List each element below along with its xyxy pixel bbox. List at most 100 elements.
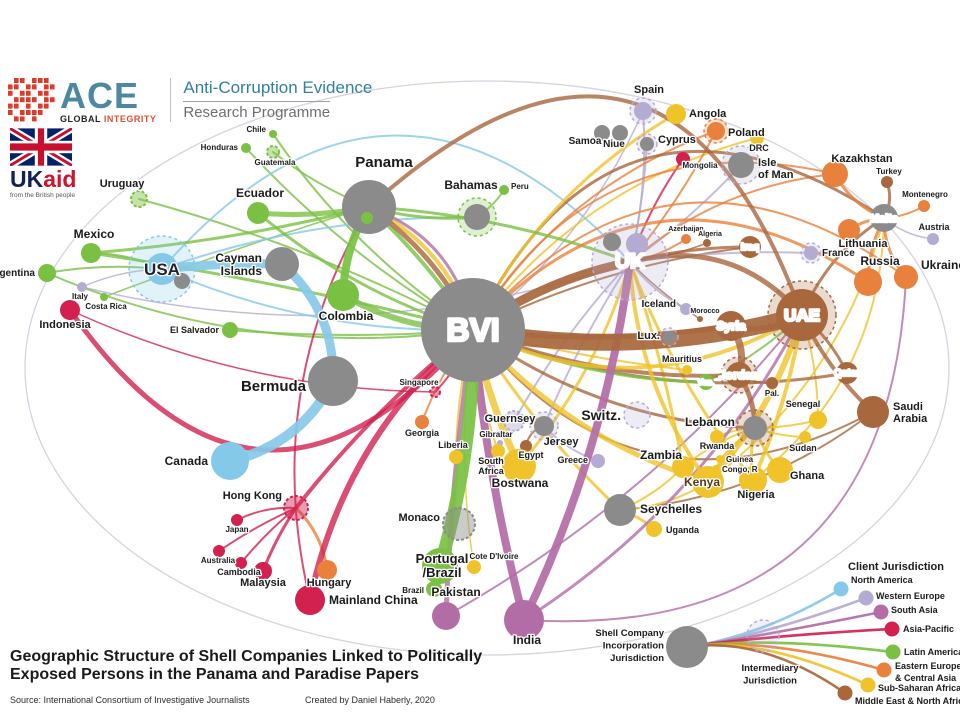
node-india	[504, 600, 544, 640]
label-ecuador: Ecuador	[236, 186, 284, 200]
node-guatemala	[266, 145, 280, 159]
node-argentina	[38, 264, 56, 282]
figure-title: Geographic Structure of Shell Companies …	[10, 648, 630, 685]
label-ghana: Ghana	[790, 470, 825, 482]
source-text: Source: International Consortium of Inve…	[10, 695, 250, 705]
node-costarica	[100, 293, 108, 301]
node-samoa	[594, 125, 610, 141]
figure-credits: Source: International Consortium of Inve…	[10, 695, 570, 705]
node-rwanda	[710, 430, 724, 444]
label-poland: Poland	[728, 127, 765, 139]
node-ven	[698, 374, 714, 390]
node-syria	[716, 311, 746, 341]
node-jordan	[726, 362, 752, 388]
node-mauritius	[682, 365, 692, 375]
label-guernsey: Guernsey	[485, 413, 537, 425]
ace-logo: ACE GLOBAL INTEGRITY Anti-Corruption Evi…	[8, 78, 372, 124]
node-bermuda	[308, 356, 358, 406]
label-drc: DRC	[749, 143, 769, 153]
label-guinea: Guinea	[726, 455, 754, 464]
node-angola	[666, 104, 686, 124]
label-pal: Pal.	[765, 389, 779, 398]
label-monaco: Monaco	[398, 512, 440, 524]
legend-label-sf: Sub-Saharan Africa	[878, 683, 960, 693]
node-canada	[211, 442, 249, 480]
ukaid-tagline: from the British people	[10, 192, 76, 199]
edge-indonesia-singapore	[69, 309, 436, 393]
label-spain: Spain	[634, 84, 664, 96]
node-azerbaijan	[681, 234, 691, 244]
label-russia: Russia	[860, 254, 900, 268]
edge-mexico-panama	[89, 205, 371, 255]
node-peru	[499, 185, 509, 195]
node-lebanon	[743, 416, 767, 440]
node-uk_gray	[603, 233, 621, 251]
node-saudi	[857, 396, 889, 428]
node-turkey	[881, 176, 893, 188]
label-brazil: Brazil	[402, 586, 424, 595]
node-cyprus	[640, 137, 654, 151]
edge-uk-bostwana	[517, 260, 632, 468]
node-spain	[634, 102, 652, 120]
edge-india-uae	[522, 313, 804, 622]
label-panama: Panama	[355, 154, 413, 171]
label-egypt: Egypt	[518, 450, 543, 460]
node-malta	[870, 204, 898, 232]
node-sudan	[799, 431, 811, 443]
label-malta: Malta	[870, 213, 899, 225]
label-jordan: Jordan	[719, 368, 759, 382]
label-georgia: Georgia	[405, 428, 440, 438]
label-niue: Niue	[603, 139, 625, 150]
label-turkey: Turkey	[876, 167, 902, 176]
node-senegal	[809, 411, 827, 429]
node-mexico	[81, 243, 101, 263]
label-nigeria: Nigeria	[737, 489, 775, 501]
label-senegal: Senegal	[786, 399, 821, 409]
node-kenya	[692, 466, 724, 498]
node-brazil	[426, 581, 442, 597]
edge-cambodia-hongkong	[240, 507, 297, 564]
node-drc	[750, 131, 764, 145]
node-france	[804, 246, 818, 260]
label-elsalvador: El Salvador	[170, 325, 220, 335]
edge-mainlandchina-panama	[293, 206, 370, 601]
label-cyprus: Cyprus	[658, 134, 696, 146]
node-usa_sat	[174, 273, 190, 289]
ace-acronym: ACE	[60, 75, 140, 116]
node-nigeria	[739, 466, 767, 494]
node-bvi	[421, 278, 525, 382]
label-indonesia: Indonesia	[39, 319, 91, 331]
node-malaysia	[254, 562, 272, 580]
label-cambodia: Cambodia	[217, 567, 262, 577]
edge-panama-uae	[367, 94, 804, 317]
node-uganda	[646, 521, 662, 537]
legend-dot-na	[833, 581, 849, 597]
halo-switz	[623, 401, 651, 429]
legend-label-me: Middle East & North Africa	[855, 696, 960, 706]
union-jack-icon	[10, 128, 72, 166]
label-uae: UAE	[784, 306, 820, 325]
node-qatar	[836, 362, 858, 384]
ace-global-integrity: GLOBAL INTEGRITY	[60, 114, 157, 124]
label-gibraltar: Gibraltar	[479, 430, 512, 439]
label-lebanon: Lebanon	[685, 415, 735, 429]
label-bostwana: Bostwana	[492, 476, 549, 490]
node-guernsey	[503, 410, 525, 432]
label-samoa: Samoa	[569, 136, 602, 147]
node-cambodia	[235, 557, 247, 569]
legend-dot-me	[837, 685, 853, 701]
label-australia: Australia	[201, 556, 236, 565]
label-bermuda: Bermuda	[241, 378, 307, 395]
legend-dot-la	[885, 644, 901, 660]
label-iraq: Iraq	[741, 242, 759, 253]
label-usa: USA	[144, 260, 180, 279]
creator-text: Created by Daniel Haberly, 2020	[305, 695, 435, 705]
label-montenegro: Montenegro	[902, 190, 948, 199]
